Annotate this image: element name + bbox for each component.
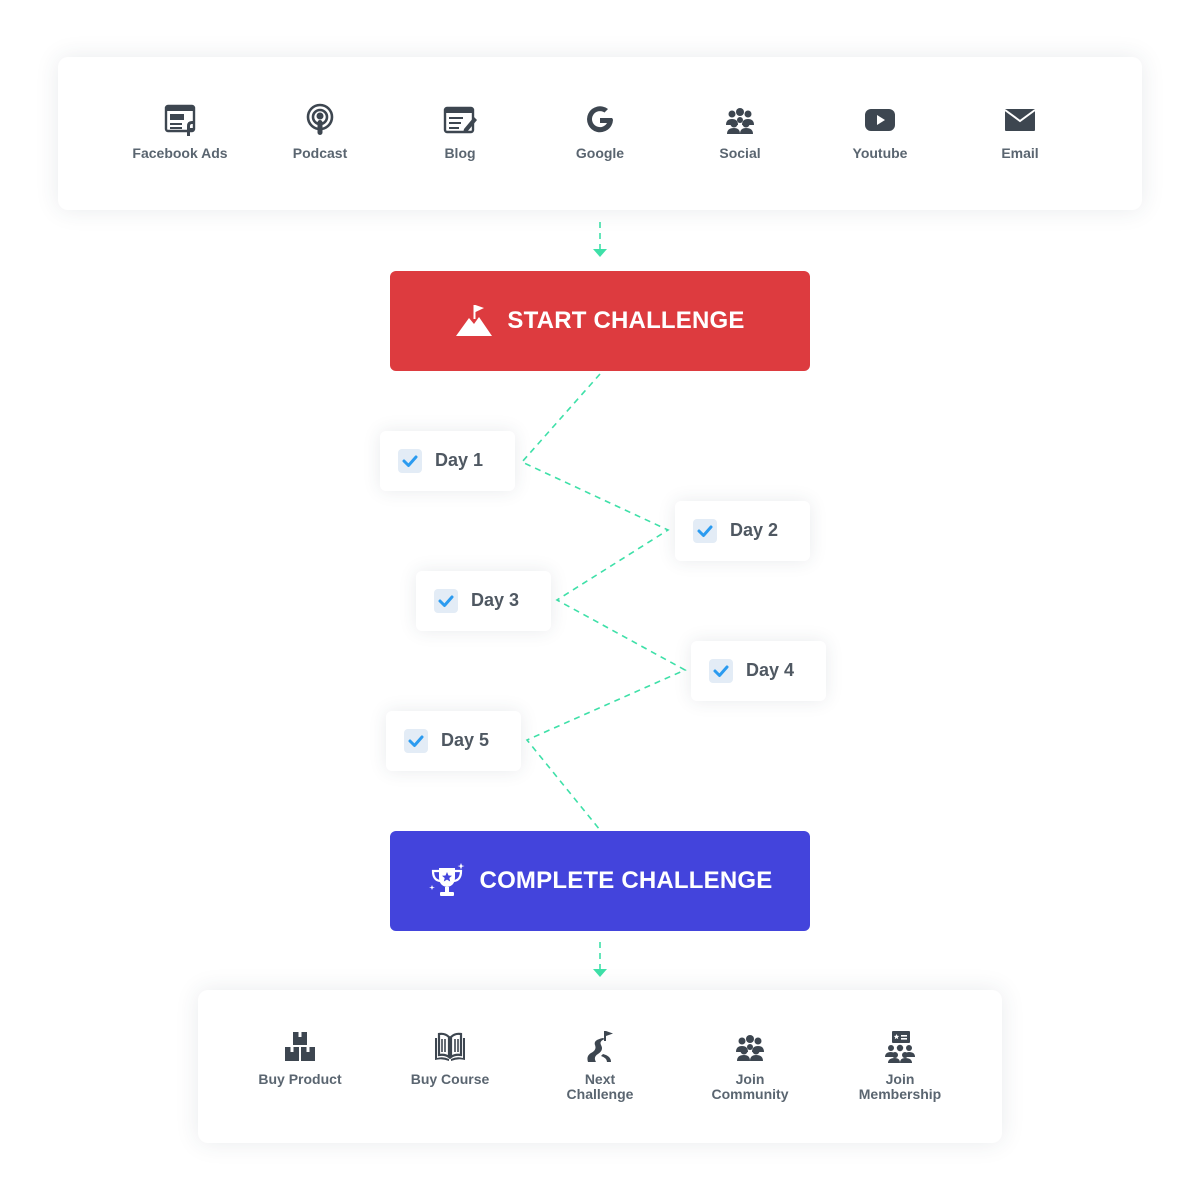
- complete-challenge-label: COMPLETE CHALLENGE: [479, 867, 773, 894]
- day-checkbox[interactable]: [693, 519, 717, 543]
- day-label: Day 2: [730, 520, 779, 540]
- day-checkbox[interactable]: [404, 729, 428, 753]
- blog-icon: [443, 106, 477, 134]
- day-item-2[interactable]: Day 2: [675, 501, 810, 561]
- outcome-label: Buy Product: [258, 1071, 342, 1087]
- source-label: Podcast: [292, 145, 348, 161]
- source-email[interactable]: Email: [950, 57, 1090, 210]
- day-label: Day 3: [471, 590, 520, 610]
- arrowhead-to-outcomes: [593, 969, 607, 977]
- source-youtube[interactable]: Youtube: [810, 57, 950, 210]
- day-checkbox[interactable]: [709, 659, 733, 683]
- checkmark-icon: [713, 665, 729, 677]
- outcome-label: Join Membership: [858, 1071, 942, 1102]
- day-item-3[interactable]: Day 3: [416, 571, 551, 631]
- checkmark-icon: [697, 525, 713, 537]
- source-label: Google: [575, 145, 625, 161]
- source-label: Facebook Ads: [132, 145, 228, 161]
- boxes-icon: [285, 1032, 315, 1061]
- day-label: Day 4: [746, 660, 795, 680]
- outcome-label: Next Challenge: [566, 1071, 634, 1102]
- outcomes-panel: Buy Product Buy Course Next Challenge: [198, 990, 1002, 1143]
- checkmark-icon: [408, 735, 424, 747]
- outcome-buy-product[interactable]: Buy Product: [225, 990, 375, 1143]
- trophy-icon: [428, 863, 465, 896]
- start-challenge-button[interactable]: START CHALLENGE: [390, 271, 810, 371]
- road-flag-icon: [587, 1031, 613, 1062]
- source-label: Blog: [444, 145, 476, 161]
- source-label: Social: [719, 145, 761, 161]
- book-icon: [435, 1032, 465, 1061]
- membership-icon: [885, 1031, 915, 1063]
- outcome-label: Buy Course: [410, 1071, 490, 1087]
- start-challenge-label: START CHALLENGE: [507, 307, 745, 334]
- outcome-next-challenge[interactable]: Next Challenge: [525, 990, 675, 1143]
- source-social[interactable]: Social: [670, 57, 810, 210]
- community-icon: [736, 1035, 764, 1061]
- day-label: Day 1: [435, 450, 484, 470]
- day-item-1[interactable]: Day 1: [380, 431, 515, 491]
- outcome-join-membership[interactable]: Join Membership: [825, 990, 975, 1143]
- source-label: Email: [1001, 145, 1039, 161]
- source-podcast[interactable]: Podcast: [250, 57, 390, 210]
- source-label: Youtube: [852, 145, 908, 161]
- day-item-4[interactable]: Day 4: [691, 641, 826, 701]
- checkmark-icon: [438, 595, 454, 607]
- social-icon: [726, 108, 754, 134]
- day-label: Day 5: [441, 730, 490, 750]
- google-icon: [587, 106, 613, 133]
- podcast-icon: [306, 103, 334, 135]
- traffic-sources-panel: Facebook Ads Podcast Blog Google: [58, 57, 1142, 210]
- outcome-buy-course[interactable]: Buy Course: [375, 990, 525, 1143]
- complete-challenge-button[interactable]: COMPLETE CHALLENGE: [390, 831, 810, 931]
- source-blog[interactable]: Blog: [390, 57, 530, 210]
- youtube-icon: [865, 109, 895, 131]
- outcome-label: Join Community: [711, 1071, 789, 1102]
- day-checkbox[interactable]: [398, 449, 422, 473]
- checkmark-icon: [402, 455, 418, 467]
- day-checkbox[interactable]: [434, 589, 458, 613]
- outcome-join-community[interactable]: Join Community: [675, 990, 825, 1143]
- source-google[interactable]: Google: [530, 57, 670, 210]
- arrowhead-to-start: [593, 249, 607, 257]
- source-facebook-ads[interactable]: Facebook Ads: [110, 57, 250, 210]
- facebook-ads-icon: [164, 104, 196, 136]
- mountain-flag-icon: [456, 305, 493, 336]
- day-item-5[interactable]: Day 5: [386, 711, 521, 771]
- email-icon: [1004, 109, 1036, 131]
